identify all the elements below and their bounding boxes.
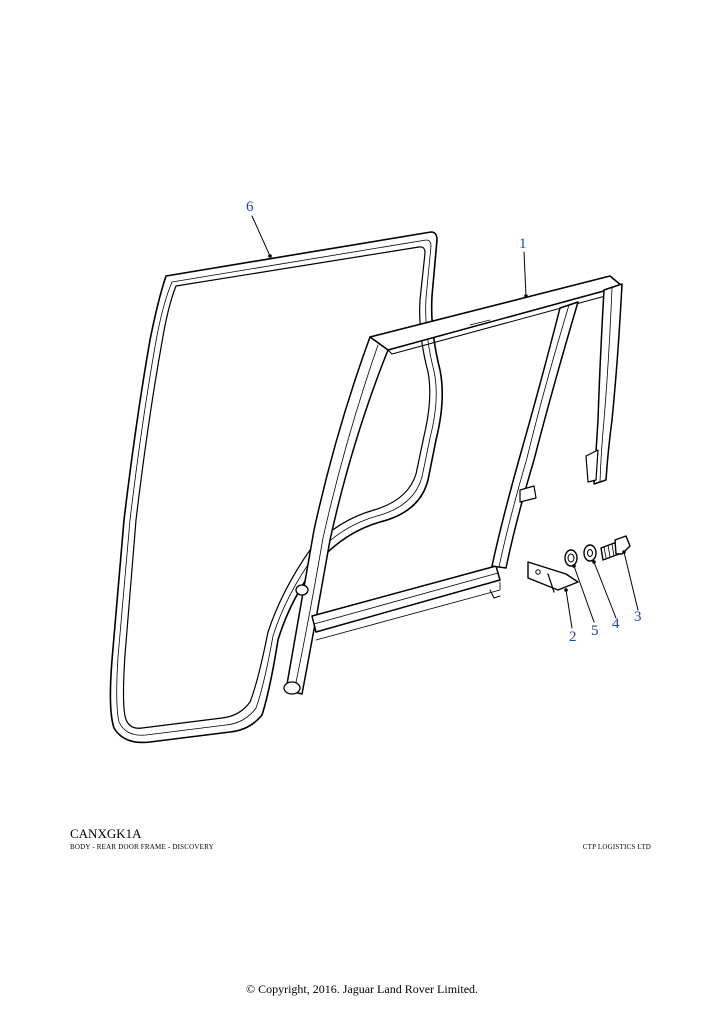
copyright-notice: © Copyright, 2016. Jaguar Land Rover Lim… [245, 982, 479, 996]
callout-2: 2 [569, 629, 577, 645]
vendor-label: CTP LOGISTICS LTD [582, 843, 651, 851]
bracket-part-2 [527, 561, 579, 593]
diagram-caption: BODY - REAR DOOR FRAME - DISCOVERY [70, 843, 214, 851]
leader-lines [251, 215, 639, 629]
bolt-part-3 [600, 535, 631, 561]
washer-part-4 [583, 544, 597, 562]
callout-1: 1 [519, 236, 527, 252]
callout-4: 4 [612, 616, 620, 632]
spacer-part-5 [564, 549, 578, 567]
callout-5: 5 [591, 623, 599, 639]
diagram-code: CANXGK1A [70, 826, 142, 841]
callout-6: 6 [246, 199, 254, 215]
door-seal-part-6 [109, 231, 444, 744]
callout-3: 3 [634, 609, 642, 625]
door-frame-part-1 [283, 275, 623, 695]
leader-dots [268, 254, 626, 592]
